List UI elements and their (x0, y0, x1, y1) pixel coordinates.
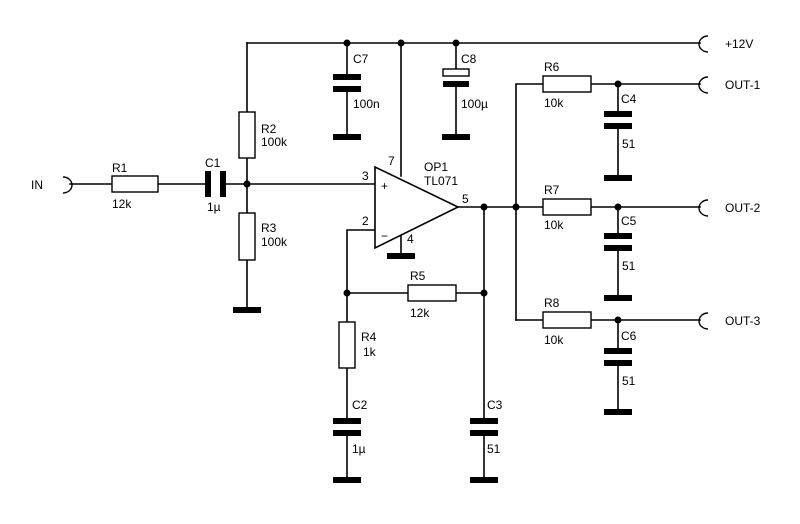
opamp-op1: + − 3 2 7 4 5 OP1 TL071 (362, 154, 469, 250)
r6-value: 10k (544, 96, 564, 110)
capacitors (205, 68, 632, 436)
r4-value: 1k (363, 345, 377, 359)
opamp-pin4-label: 4 (407, 232, 414, 246)
port-in-label: IN (31, 178, 43, 192)
port-out1-label: OUT-1 (725, 78, 761, 92)
capacitor-c6 (604, 348, 632, 366)
junction-dot (343, 289, 351, 297)
resistor-r5 (407, 284, 457, 302)
junctions (243, 39, 622, 324)
c5-value: 51 (622, 259, 636, 273)
port-out2-label: OUT-2 (725, 201, 761, 215)
junction-dot (614, 203, 622, 211)
ground-icon (333, 477, 361, 483)
opamp-pin7-label: 7 (388, 154, 395, 168)
ports: IN +12V OUT-1 OUT-2 OUT-3 (31, 35, 761, 330)
junction-dot (343, 39, 351, 47)
c6-value: 51 (622, 374, 636, 388)
opamp-plus-sign: + (381, 179, 388, 193)
opamp-name-label: OP1 (424, 160, 448, 174)
r8-value: 10k (544, 333, 564, 347)
capacitor-c4 (604, 111, 632, 129)
r5-value: 12k (410, 306, 430, 320)
ground-icon (604, 295, 632, 301)
out2-connector-icon (698, 199, 709, 217)
c1-name: C1 (205, 156, 221, 170)
ground-icon (233, 307, 261, 313)
in-connector-icon (62, 176, 73, 194)
c1-value: 1µ (207, 200, 221, 214)
resistor-r2 (238, 111, 256, 159)
c4-name: C4 (621, 92, 637, 106)
opamp-minus-sign: − (381, 229, 388, 243)
r1-name: R1 (112, 161, 128, 175)
capacitor-c8 (442, 68, 470, 87)
ground-icon (387, 253, 415, 259)
vcc-connector-icon (698, 35, 709, 53)
c5-name: C5 (621, 214, 637, 228)
junction-dot (452, 39, 460, 47)
junction-dot (480, 203, 488, 211)
ground-icon (470, 477, 498, 483)
c6-name: C6 (621, 329, 637, 343)
opamp-pin2-label: 2 (362, 214, 369, 228)
r8-name: R8 (544, 296, 560, 310)
c8-value: 100µ (461, 97, 488, 111)
capacitor-c3 (470, 418, 498, 436)
junction-dot (243, 180, 251, 188)
component-labels: R1 12k C1 1µ R2 100k R3 100k C7 100n C8 … (112, 52, 637, 456)
capacitor-c5 (604, 233, 632, 251)
r2-name: R2 (261, 122, 277, 136)
r4-name: R4 (361, 330, 377, 344)
r1-value: 12k (112, 197, 132, 211)
junction-dot (614, 316, 622, 324)
opamp-pin3-label: 3 (362, 169, 369, 183)
ground-icon (442, 134, 470, 140)
opamp-value-label: TL071 (424, 174, 458, 188)
c3-value: 51 (487, 442, 501, 456)
resistors (111, 75, 592, 369)
resistor-r1 (111, 175, 159, 193)
resistor-r3 (238, 212, 256, 261)
out3-connector-icon (698, 312, 709, 330)
port-out3-label: OUT-3 (725, 314, 761, 328)
ground-symbols (233, 134, 632, 483)
junction-dot (480, 289, 488, 297)
ground-icon (604, 409, 632, 415)
r7-name: R7 (544, 183, 560, 197)
capacitor-c2 (333, 418, 361, 436)
junction-dot (614, 80, 622, 88)
resistor-r7 (542, 198, 592, 216)
ground-icon (604, 175, 632, 181)
c3-name: C3 (487, 398, 503, 412)
c7-name: C7 (353, 52, 369, 66)
r2-value: 100k (261, 135, 288, 149)
r3-name: R3 (261, 221, 277, 235)
resistor-r8 (542, 311, 592, 329)
r6-name: R6 (544, 60, 560, 74)
resistor-r6 (542, 75, 592, 93)
capacitor-c1 (205, 171, 226, 197)
out1-connector-icon (698, 76, 709, 94)
r7-value: 10k (544, 218, 564, 232)
junction-dot (512, 203, 520, 211)
c8-name: C8 (461, 52, 477, 66)
port-vcc-label: +12V (725, 37, 753, 51)
r3-value: 100k (261, 235, 288, 249)
ground-icon (333, 134, 361, 140)
resistor-r4 (338, 321, 356, 369)
c2-value: 1µ (352, 442, 366, 456)
c2-name: C2 (352, 398, 368, 412)
c7-value: 100n (353, 97, 380, 111)
r5-name: R5 (410, 269, 426, 283)
c4-value: 51 (622, 137, 636, 151)
capacitor-c7 (333, 74, 361, 92)
opamp-pin5-label: 5 (462, 192, 469, 206)
opamp-triangle-icon (374, 165, 460, 250)
junction-dot (397, 39, 405, 47)
